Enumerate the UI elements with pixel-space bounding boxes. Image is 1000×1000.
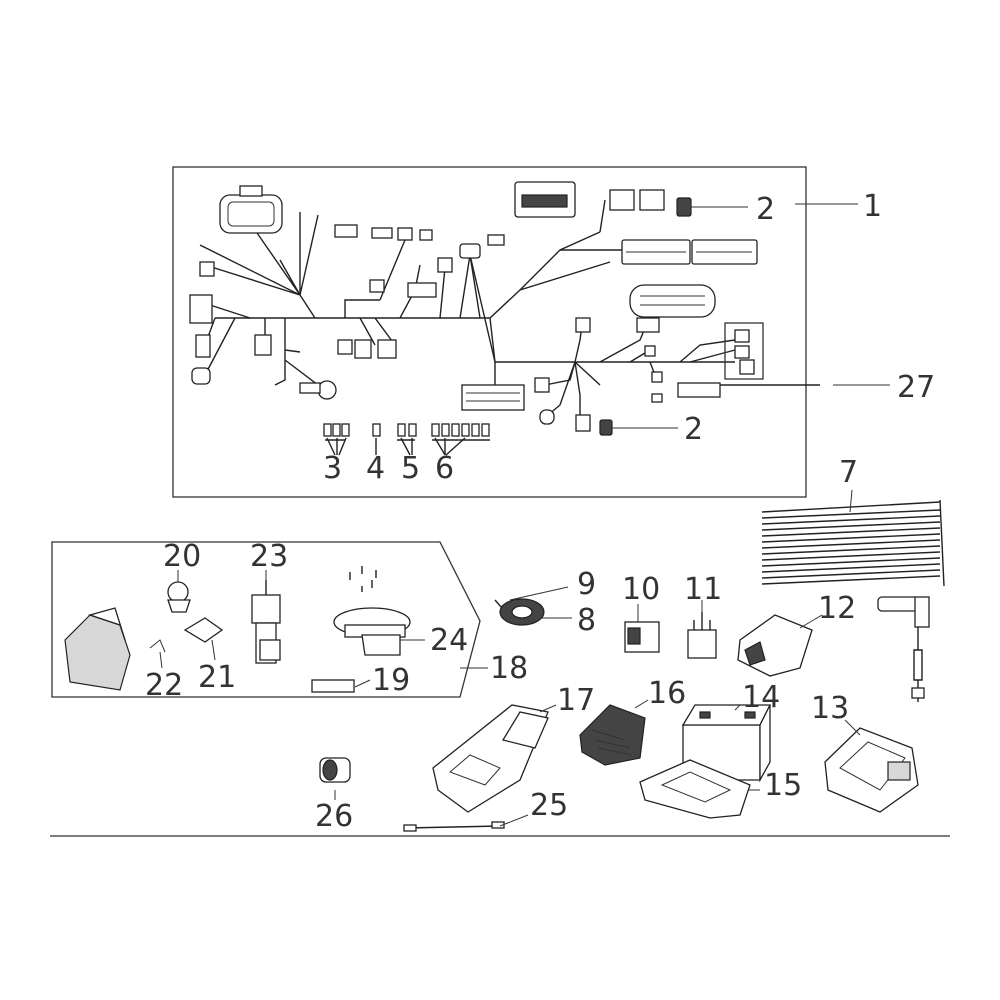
callout-1: 1	[863, 189, 882, 224]
callout-11: 11	[684, 572, 722, 607]
ignition-switch-parts	[64, 566, 411, 693]
callout-3: 3	[323, 451, 342, 486]
callout-14: 14	[742, 680, 780, 715]
alarm-module-17	[432, 704, 549, 813]
relays-and-small-connectors	[323, 197, 692, 456]
callout-16: 16	[648, 676, 686, 711]
callout-2a: 2	[756, 192, 775, 227]
callout-labels: 1 2 2 3 4 5 6 7 8 9 10 11 12 13 14 15 16…	[145, 189, 935, 834]
callout-26: 26	[315, 799, 353, 834]
lock-set-frame	[51, 541, 481, 698]
callout-13: 13	[811, 691, 849, 726]
callout-25: 25	[530, 788, 568, 823]
callout-12: 12	[818, 591, 856, 626]
switch-10	[624, 621, 660, 653]
horn	[494, 598, 545, 626]
harness-connectors	[189, 181, 764, 432]
callout-15: 15	[764, 768, 802, 803]
cable-ties	[761, 499, 945, 587]
callout-9: 9	[577, 567, 596, 602]
callout-19: 19	[372, 663, 410, 698]
callout-2b: 2	[684, 412, 703, 447]
callout-23: 23	[250, 539, 288, 574]
callout-18: 18	[490, 651, 528, 686]
callout-22: 22	[145, 668, 183, 703]
callout-21: 21	[198, 660, 236, 695]
bushing-26	[319, 757, 351, 783]
regulator-16	[579, 704, 646, 766]
relay-11	[687, 612, 717, 659]
callout-5: 5	[401, 451, 420, 486]
callout-17: 17	[557, 683, 595, 718]
callout-6: 6	[435, 451, 454, 486]
callout-7: 7	[839, 455, 858, 490]
callout-24: 24	[430, 623, 468, 658]
o2-sensor	[877, 596, 930, 702]
callout-27: 27	[897, 370, 935, 405]
callout-8: 8	[577, 603, 596, 638]
wiring-harness-frame	[172, 166, 807, 498]
callout-10: 10	[622, 572, 660, 607]
callout-20: 20	[163, 539, 201, 574]
wire-25	[403, 821, 505, 832]
leader-lines	[159, 203, 890, 827]
cdi-unit-12	[737, 614, 813, 677]
battery-tray-15	[639, 759, 751, 819]
callout-4: 4	[366, 451, 385, 486]
ecu-13	[824, 727, 919, 813]
